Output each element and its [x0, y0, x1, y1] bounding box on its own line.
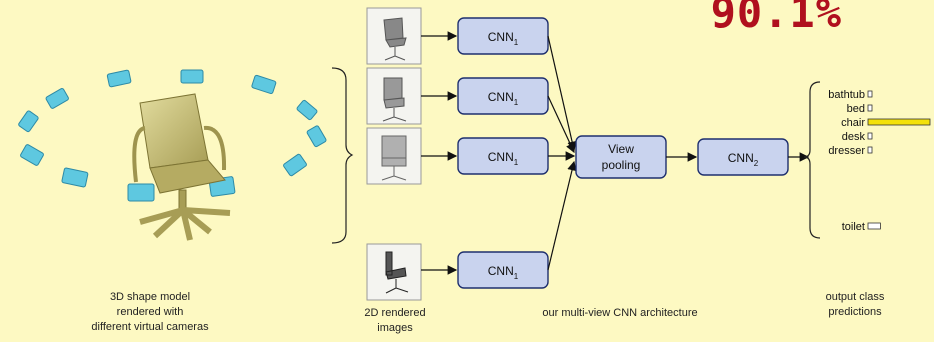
cnn1-block: CNN1 — [457, 77, 549, 115]
architecture-caption: our multi-view CNN architecture — [542, 307, 698, 319]
class-label: toilet — [842, 221, 865, 233]
class-label: bathtub — [828, 89, 865, 101]
rendered-view-thumb — [366, 127, 422, 185]
camera-icon — [106, 69, 132, 88]
output-caption: output class predictions — [800, 290, 910, 320]
caption-line: predictions — [828, 306, 882, 318]
class-score-bar — [867, 222, 881, 230]
class-score-bar — [867, 118, 931, 126]
svg-text:CNN1: CNN1 — [488, 30, 519, 47]
camera-icon — [18, 110, 39, 133]
class-label: chair — [841, 117, 865, 129]
svg-text:View: View — [608, 142, 634, 156]
accuracy-value: 90.1% — [710, 0, 842, 37]
view-pooling-block: View pooling — [575, 135, 667, 179]
class-score-bar — [867, 132, 873, 140]
cnn2-block: CNN2 — [697, 138, 789, 176]
class-label: desk — [842, 131, 866, 143]
caption-line: different virtual cameras — [91, 321, 209, 333]
camera-icon — [306, 125, 327, 148]
pooling-arrows — [547, 35, 577, 271]
caption-line: 3D shape model — [109, 291, 191, 303]
rendered-view-thumb — [366, 67, 422, 125]
rendered-view-thumb — [366, 7, 422, 65]
rendered-images-caption: 2D rendered images — [340, 306, 450, 336]
shape-model-caption: 3D shape model rendered with different v… — [55, 290, 245, 335]
caption-line: images — [377, 322, 413, 334]
svg-text:CNN1: CNN1 — [488, 150, 519, 167]
camera-icon — [61, 167, 89, 188]
class-score-bar — [867, 104, 873, 112]
class-label: bed — [847, 103, 865, 115]
camera-icon — [45, 88, 69, 109]
class-predictions: bathtub bed chair desk dresser toilet — [828, 89, 931, 233]
svg-text:pooling: pooling — [602, 158, 641, 172]
cnn1-blocks: CNN1 CNN1 CNN1 CNN1 — [457, 17, 549, 289]
cnn1-block: CNN1 — [457, 137, 549, 175]
caption-line: rendered with — [116, 306, 184, 318]
svg-text:CNN1: CNN1 — [488, 264, 519, 281]
svg-text:CNN1: CNN1 — [488, 90, 519, 107]
cnn1-block: CNN1 — [457, 251, 549, 289]
svg-text:CNN2: CNN2 — [728, 151, 759, 168]
rendered-view-thumb — [366, 243, 422, 301]
class-score-bar — [867, 146, 873, 154]
chair-3d-model — [132, 93, 231, 241]
caption-line: 2D rendered — [364, 307, 426, 319]
class-label: dresser — [828, 145, 865, 157]
camera-icon — [20, 144, 44, 166]
caption-line: output class — [825, 291, 885, 303]
rendered-views — [366, 7, 422, 301]
output-brace — [803, 81, 821, 239]
cnn1-block: CNN1 — [457, 17, 549, 55]
virtual-cameras — [18, 69, 327, 202]
thumb-arrows — [421, 31, 458, 275]
camera-icon — [180, 69, 204, 84]
views-brace — [331, 67, 354, 244]
camera-icon — [296, 99, 318, 121]
camera-icon — [251, 74, 277, 95]
class-score-bar — [867, 90, 873, 98]
camera-icon — [127, 183, 155, 202]
camera-icon — [283, 153, 307, 177]
